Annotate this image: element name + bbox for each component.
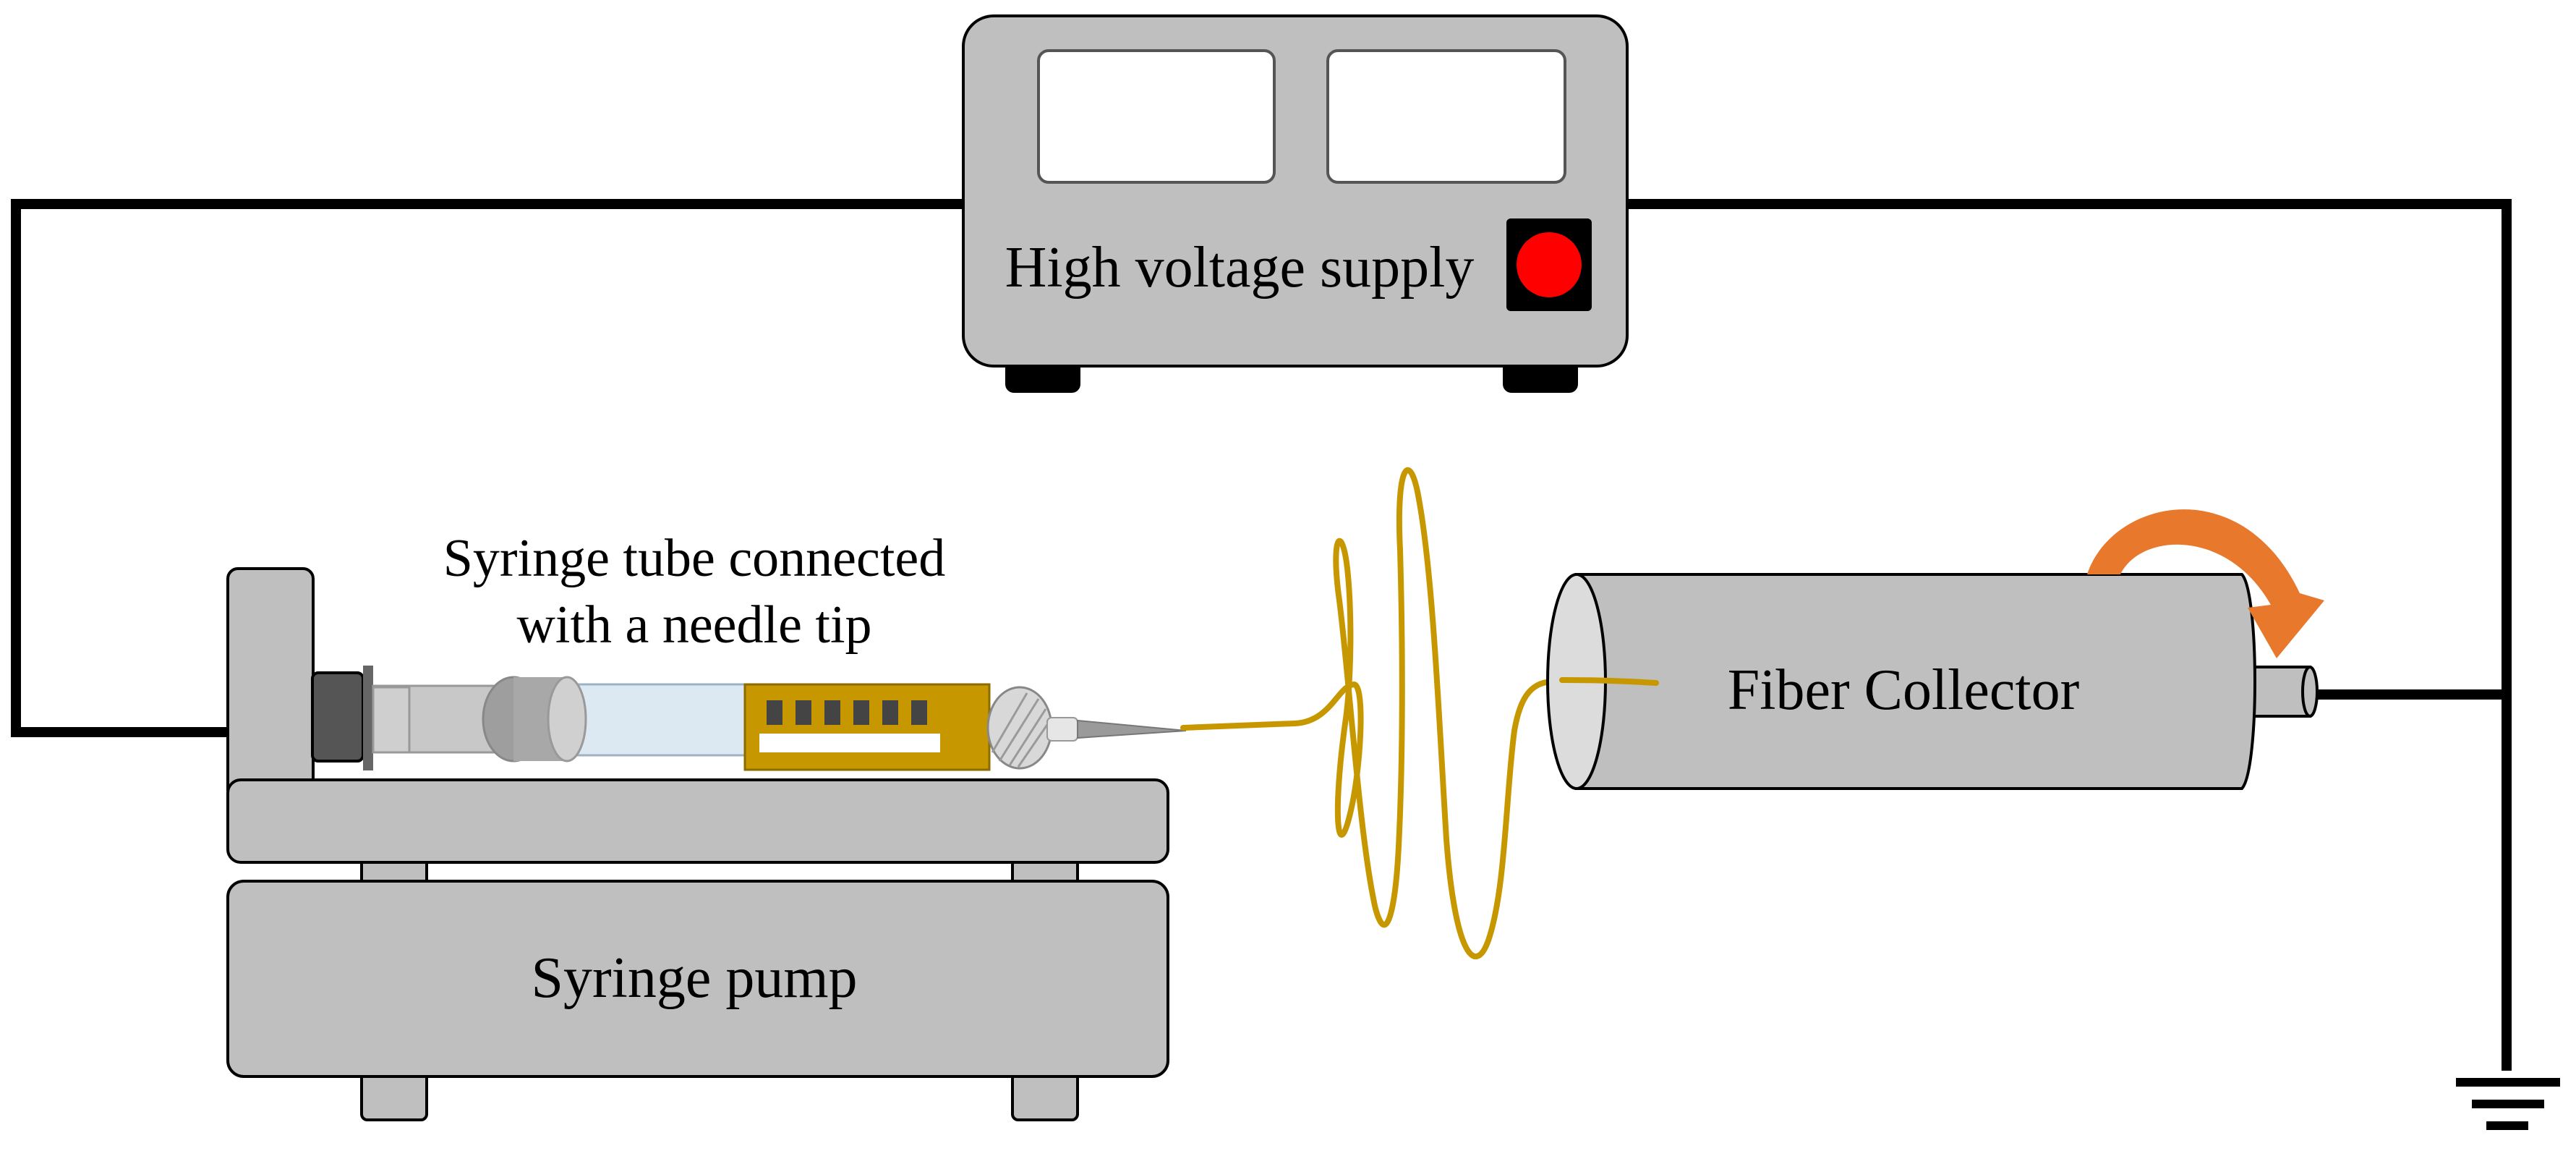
power-button-icon xyxy=(1517,232,1582,297)
wire-supply-to-pump xyxy=(11,199,969,737)
collector-shaft-end xyxy=(2301,666,2319,718)
rotation-arrow-icon xyxy=(2087,509,2324,658)
syringe-label-line2: with a needle tip xyxy=(516,595,871,655)
pump-back-plate xyxy=(226,567,315,802)
fiber-collector: Fiber Collector xyxy=(1546,509,2324,790)
polymer-jet xyxy=(1180,467,1659,959)
ground-icon xyxy=(2456,1078,2560,1130)
pump-foot xyxy=(360,1069,428,1121)
syringe: Syringe tube connected with a needle tip xyxy=(311,529,1187,771)
syringe-label-line1: Syringe tube connected xyxy=(443,529,946,588)
needle-hub xyxy=(1046,717,1078,742)
wiring xyxy=(11,199,2512,1071)
high-voltage-supply: High voltage supply xyxy=(962,14,1629,393)
syringe-pump: Syringe pump xyxy=(226,567,1169,1121)
polymer-solution xyxy=(743,683,991,771)
supply-display-left xyxy=(1037,49,1276,184)
pump-foot xyxy=(1011,1069,1079,1121)
barrel-graduations xyxy=(767,700,927,725)
pump-base xyxy=(226,880,1169,1078)
wire-supply-to-ground xyxy=(1627,199,2512,1071)
nozzle-hatching xyxy=(991,692,1052,768)
solution-label-strip xyxy=(759,734,940,752)
pusher-block xyxy=(311,671,364,763)
high-voltage-supply-label: High voltage supply xyxy=(1005,236,1475,300)
collector-shaft xyxy=(2246,666,2311,718)
fiber-on-collector xyxy=(1559,677,1659,686)
pusher-bar xyxy=(363,666,373,770)
plunger-head-face xyxy=(547,676,587,763)
plunger-flange xyxy=(372,686,411,754)
needle-tip xyxy=(1077,719,1187,739)
collector-drum xyxy=(1575,573,2256,790)
fiber-collector-label: Fiber Collector xyxy=(1728,658,2080,722)
pump-top-plate xyxy=(226,778,1169,864)
syringe-pump-label: Syringe pump xyxy=(531,946,857,1010)
supply-display-right xyxy=(1326,49,1566,184)
